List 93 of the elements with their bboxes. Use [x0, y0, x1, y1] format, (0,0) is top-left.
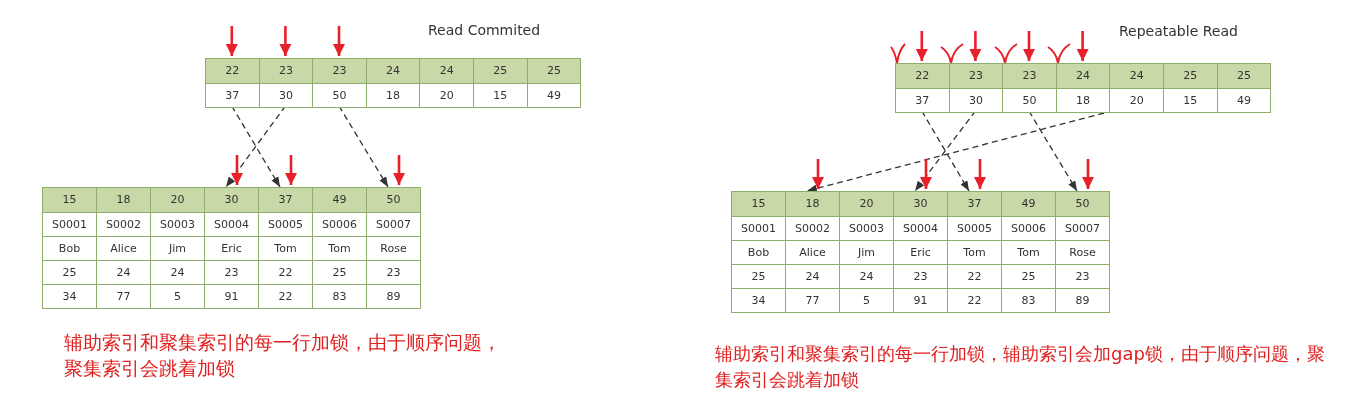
caption: 辅助索引和聚集索引的每一行加锁，由于顺序问题，聚集索引会跳着加锁: [64, 331, 502, 381]
table-cell: 15: [474, 83, 527, 107]
table-cell: 89: [367, 284, 420, 308]
table-cell: S0007: [367, 212, 420, 236]
header-cell: 25: [1164, 64, 1217, 88]
header-cell: 18: [786, 192, 839, 216]
table-column: [473, 58, 528, 108]
table-column: [948, 63, 1004, 113]
header-cell: 23: [259, 59, 313, 83]
table-column: [150, 187, 205, 309]
table-column: [258, 187, 313, 309]
table-column: [785, 191, 840, 313]
header-cell: 23: [949, 64, 1003, 88]
header-cell: 50: [1056, 192, 1109, 216]
header-cell: 20: [840, 192, 893, 216]
table-cell: 23: [1056, 264, 1109, 288]
table-column: [895, 63, 950, 113]
header-cell: 22: [896, 64, 949, 88]
lock-arrow: [1082, 159, 1094, 189]
table-column: [258, 58, 314, 108]
header-cell: 18: [97, 188, 150, 212]
lock-arrow: [333, 26, 345, 56]
header-cell: 37: [259, 188, 312, 212]
header-cell: 49: [313, 188, 366, 212]
header-cell: 49: [1002, 192, 1055, 216]
table-cell: 49: [1217, 88, 1271, 112]
table-column: [366, 187, 421, 309]
header-cell: 24: [1056, 64, 1110, 88]
table-column: [1001, 191, 1056, 313]
table-column: [893, 191, 948, 313]
header-cell: 30: [205, 188, 258, 212]
header-cell: 24: [420, 59, 473, 83]
caption: 辅助索引和聚集索引的每一行加锁，辅助索引会加gap锁，由于顺序问题，聚集索引会跳着加锁: [715, 342, 1326, 392]
lock-arrow: [812, 159, 824, 189]
table-title: Repeatable Read: [1119, 22, 1239, 41]
lock-arrow: [393, 155, 405, 185]
table-column: [1109, 63, 1164, 113]
header-cell: 25: [474, 59, 527, 83]
table-column: [204, 187, 259, 309]
table-cell: 37: [896, 88, 949, 112]
header-cell: 24: [1110, 64, 1163, 88]
table-cell: 20: [420, 83, 473, 107]
lock-arrow: [231, 155, 243, 185]
table-column: [205, 58, 260, 108]
table-cell: 20: [1110, 88, 1163, 112]
table-column: [1055, 63, 1111, 113]
table-column: [1163, 63, 1218, 113]
table-title: Read Commited: [428, 21, 542, 40]
table-cell: 50: [1003, 88, 1056, 112]
lock-arrow: [1076, 31, 1089, 61]
lock-arrow: [969, 31, 982, 61]
table-cell: 37: [206, 83, 259, 107]
header-cell: 25: [527, 59, 581, 83]
lock-arrow: [974, 159, 986, 189]
header-cell: 30: [894, 192, 947, 216]
header-cell: 23: [1003, 64, 1056, 88]
lock-arrow: [225, 26, 238, 56]
table-column: [312, 58, 367, 108]
table-cell: 89: [1056, 288, 1109, 312]
table-column: [1002, 63, 1057, 113]
header-cell: 22: [206, 59, 259, 83]
table-column: [1216, 63, 1272, 113]
table-column: [365, 58, 421, 108]
table-cell: Rose: [367, 236, 420, 260]
lock-arrow: [1023, 31, 1035, 61]
table-cell: S0007: [1056, 216, 1109, 240]
header-cell: 25: [1217, 64, 1271, 88]
lock-arrow: [285, 155, 297, 185]
header-cell: 37: [948, 192, 1001, 216]
header-cell: 20: [151, 188, 204, 212]
header-cell: 24: [366, 59, 420, 83]
table-column: [96, 187, 151, 309]
table-cell: 49: [527, 83, 581, 107]
arrow: [806, 112, 1105, 193]
table-cell: 23: [367, 260, 420, 284]
table-column: [947, 191, 1002, 313]
table-column: [419, 58, 474, 108]
table-column: [731, 191, 786, 313]
table-cell: 50: [313, 83, 366, 107]
lock-arrow: [915, 31, 928, 61]
header-cell: 15: [732, 192, 785, 216]
table-cell: Rose: [1056, 240, 1109, 264]
table-column: [312, 187, 367, 309]
header-cell: 23: [313, 59, 366, 83]
table-column: [839, 191, 894, 313]
table-cell: 15: [1164, 88, 1217, 112]
table-column: [1055, 191, 1110, 313]
lock-arrow: [279, 26, 292, 56]
header-cell: 15: [43, 188, 96, 212]
table-column: [42, 187, 97, 309]
header-cell: 50: [367, 188, 420, 212]
lock-arrow: [920, 159, 932, 189]
table-column: [526, 58, 582, 108]
